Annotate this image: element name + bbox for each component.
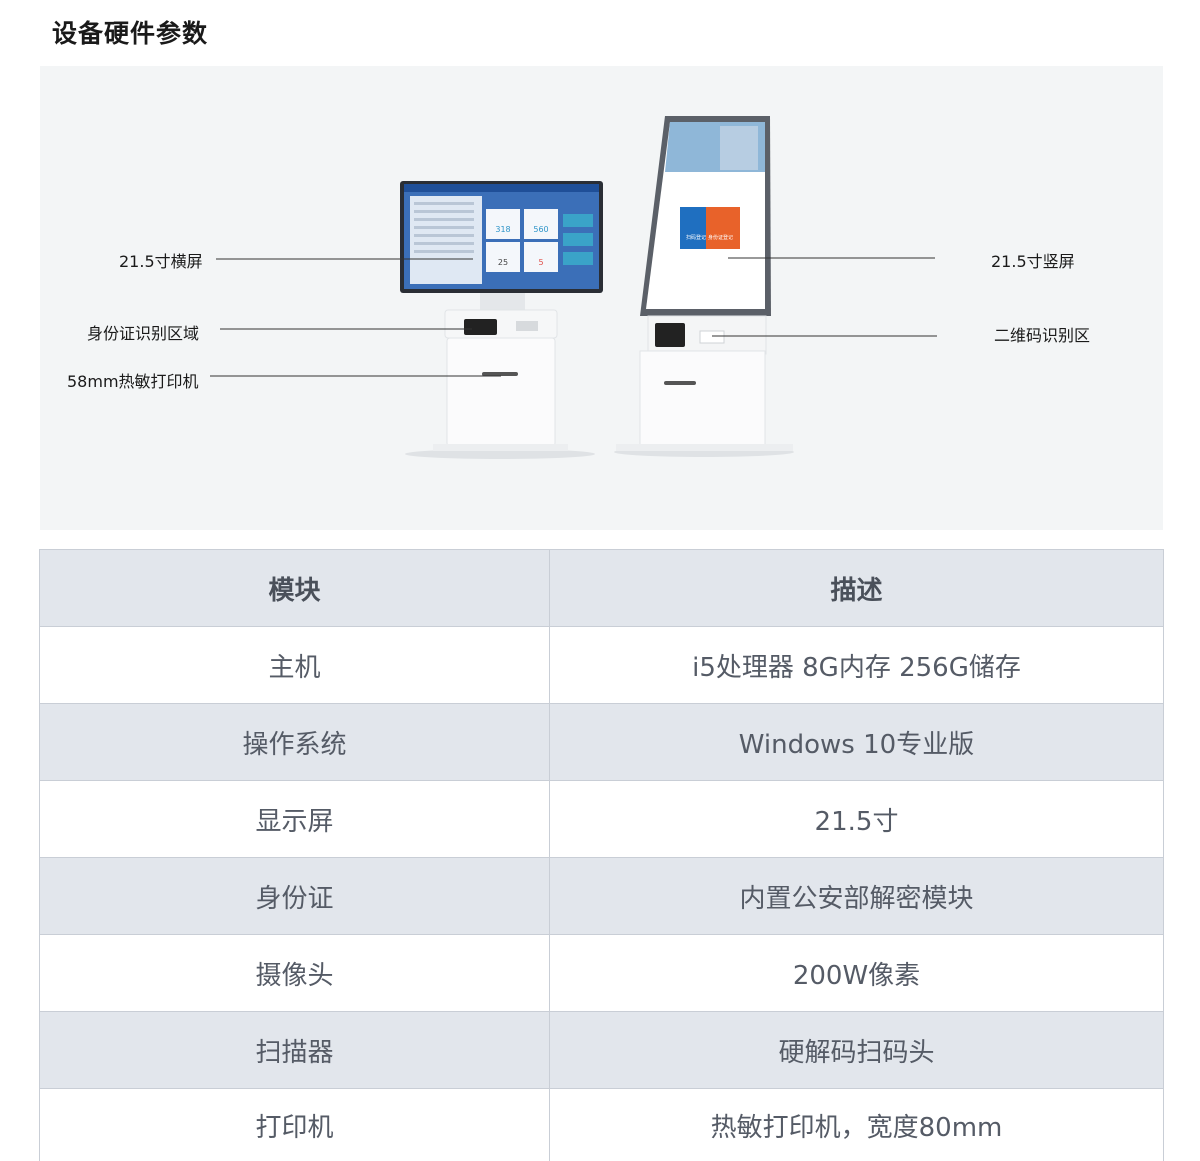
table-header-row: 模块 描述 bbox=[40, 550, 1164, 627]
description-cell: 200W像素 bbox=[550, 935, 1164, 1012]
callout-printer: 58mm热敏打印机 bbox=[67, 368, 199, 392]
description-cell: 热敏打印机，宽度80mm bbox=[550, 1089, 1164, 1161]
description-cell: 21.5寸 bbox=[550, 781, 1164, 858]
btn-id-label: 身份证登记 bbox=[708, 234, 733, 241]
callout-id-area: 身份证识别区域 bbox=[87, 320, 199, 344]
tile-value: 318 bbox=[495, 225, 510, 234]
callout-qr-area: 二维码识别区 bbox=[994, 322, 1090, 346]
btn-scan-label: 扫码登记 bbox=[686, 234, 706, 241]
table-row: 摄像头 200W像素 bbox=[40, 935, 1164, 1012]
table-row: 显示屏 21.5寸 bbox=[40, 781, 1164, 858]
table-row: 主机 i5处理器 8G内存 256G储存 bbox=[40, 627, 1164, 704]
table-row: 身份证 内置公安部解密模块 bbox=[40, 858, 1164, 935]
header-module: 模块 bbox=[40, 550, 550, 627]
module-cell: 操作系统 bbox=[40, 704, 550, 781]
product-image: 318 560 25 5 bbox=[40, 66, 1163, 530]
kiosk-landscape: 318 560 25 5 bbox=[400, 181, 603, 459]
table-row: 操作系统 Windows 10专业版 bbox=[40, 704, 1164, 781]
description-cell: i5处理器 8G内存 256G储存 bbox=[550, 627, 1164, 704]
spec-table: 模块 描述 主机 i5处理器 8G内存 256G储存 操作系统 Windows … bbox=[39, 549, 1164, 1161]
tile-value: 25 bbox=[498, 258, 508, 267]
table-row: 打印机 热敏打印机，宽度80mm bbox=[40, 1089, 1164, 1161]
kiosk-portrait: 扫码登记 身份证登记 bbox=[614, 116, 794, 457]
description-cell: 内置公安部解密模块 bbox=[550, 858, 1164, 935]
callout-landscape-screen: 21.5寸横屏 bbox=[119, 248, 203, 272]
table-row: 扫描器 硬解码扫码头 bbox=[40, 1012, 1164, 1089]
module-cell: 打印机 bbox=[40, 1089, 550, 1161]
description-cell: Windows 10专业版 bbox=[550, 704, 1164, 781]
module-cell: 扫描器 bbox=[40, 1012, 550, 1089]
module-cell: 主机 bbox=[40, 627, 550, 704]
module-cell: 显示屏 bbox=[40, 781, 550, 858]
callout-portrait-screen: 21.5寸竖屏 bbox=[991, 248, 1075, 272]
description-cell: 硬解码扫码头 bbox=[550, 1012, 1164, 1089]
page-title: 设备硬件参数 bbox=[52, 14, 208, 50]
header-description: 描述 bbox=[550, 550, 1164, 627]
module-cell: 身份证 bbox=[40, 858, 550, 935]
kiosk-illustration: 318 560 25 5 bbox=[40, 66, 1163, 530]
tile-value: 5 bbox=[538, 258, 543, 267]
module-cell: 摄像头 bbox=[40, 935, 550, 1012]
tile-value: 560 bbox=[533, 225, 548, 234]
